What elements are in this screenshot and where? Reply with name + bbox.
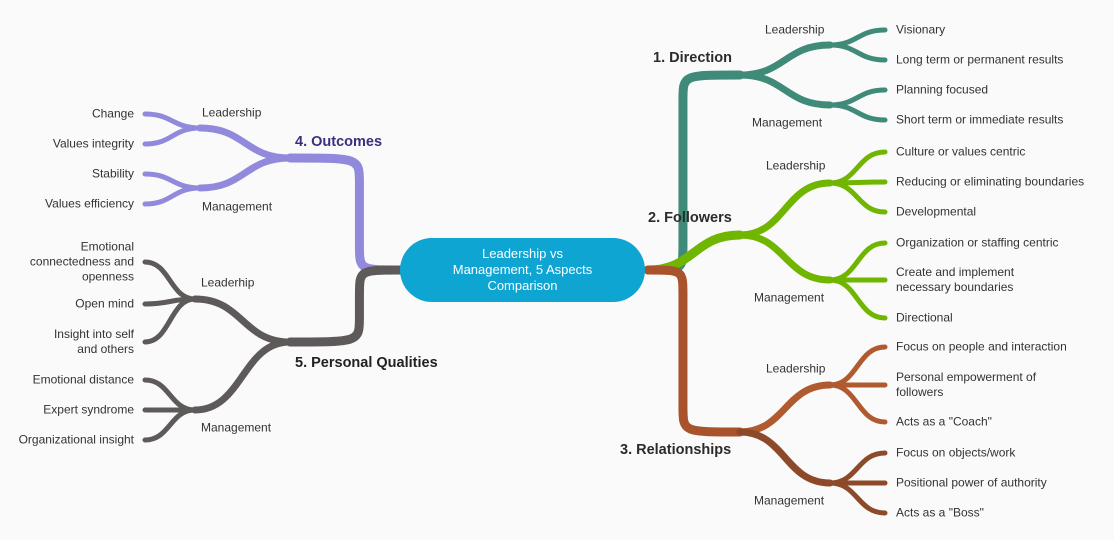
sub-topic-label[interactable]: Management [202,199,273,214]
leaf-connector [827,149,888,186]
leaf-topic[interactable]: Developmental [896,204,977,219]
leaf-connector [142,171,203,191]
leaf-connector [142,407,198,443]
sub-branch-connector [736,41,834,79]
sub-topic-label[interactable]: Leadership [766,158,826,173]
leaf-topic[interactable]: Open mind [75,296,134,311]
leaf-connector [142,259,198,302]
leaf-connector [142,296,198,345]
sub-branch-connector [196,154,294,192]
branch-connector [285,265,407,347]
sub-topic-label[interactable]: Leadership [766,361,826,376]
branch-connector [643,265,745,437]
sub-branch-connector [736,71,834,109]
sub-topic-label[interactable]: Management [201,420,272,435]
leaf-topic[interactable]: Personal empowerment of followers [896,370,1037,399]
leaf-topic[interactable]: Reducing or eliminating boundaries [896,174,1085,189]
leaf-topic[interactable]: Organizational insight [18,432,134,447]
leaf-topic[interactable]: Visionary [896,22,946,37]
sub-branch-connector [191,338,294,414]
leaf-topic[interactable]: Culture or values centric [896,144,1026,159]
leaf-topic[interactable]: Emotional distance [32,372,134,387]
leaf-topic[interactable]: Values efficiency [45,196,134,211]
sub-branch-connector [736,381,834,436]
leaf-topic[interactable]: Positional power of authority [896,475,1047,490]
central-topic[interactable]: Leadership vs Management, 5 Aspects Comp… [400,238,645,302]
leaf-connector [827,27,888,48]
branch-title[interactable]: 5. Personal Qualities [295,355,438,371]
leaf-topic[interactable]: Organization or staffing centric [896,235,1059,250]
leaf-topic[interactable]: Expert syndrome [43,402,134,417]
sub-topic-label[interactable]: Leadership [765,22,825,37]
sub-topic-label[interactable]: Leadership [202,105,262,120]
leaf-connector [827,102,888,123]
leaf-connector [827,480,888,516]
leaf-connector [142,377,198,413]
leaf-connector [142,125,203,147]
sub-topic-label[interactable]: Management [754,290,825,305]
leaf-topic[interactable]: Change [91,106,134,121]
sub-branch-connector [196,124,294,162]
sub-topic-label[interactable]: Management [754,493,825,508]
leaf-connector [827,180,888,215]
leaf-connector [827,42,888,63]
sub-branch-connector [736,231,834,284]
leaf-connector [827,277,888,321]
leaf-topic[interactable]: Planning focused [896,82,989,97]
leaf-connector [827,382,888,425]
leaf-topic[interactable]: Create and implement necessary boundarie… [896,265,1015,294]
leaf-connector [142,185,203,207]
branch-title[interactable]: 1. Direction [653,50,732,66]
branch-connector [643,230,745,275]
sub-branch-connector [736,179,834,239]
branch-connector [285,153,407,275]
sub-topic-label[interactable]: Leaderhip [201,275,255,290]
leaf-topic[interactable]: Directional [896,310,953,325]
leaf-topic[interactable]: Focus on objects/work [896,445,1016,460]
leaf-topic[interactable]: Emotional connectedness and openness [29,239,134,284]
leaf-connector [827,87,888,108]
leaf-connector [142,111,203,131]
leaf-topic[interactable]: Acts as a "Boss" [896,505,984,520]
leaf-topic[interactable]: Values integrity [52,136,134,151]
leaf-connector [827,450,888,486]
leaf-topic[interactable]: Acts as a "Coach" [896,414,992,429]
leaf-connector [827,344,888,388]
sub-branch-connector [191,295,294,346]
branch-title[interactable]: 3. Relationships [620,442,732,458]
branch-title[interactable]: 2. Followers [648,210,732,226]
leaf-connector [827,240,888,283]
leaf-topic[interactable]: Long term or permanent results [896,52,1064,67]
leaf-topic[interactable]: Insight into self and others [53,327,134,356]
branch-title[interactable]: 4. Outcomes [295,134,383,150]
leaf-topic[interactable]: Focus on people and interaction [896,339,1067,354]
sub-branch-connector [736,428,834,487]
leaf-topic[interactable]: Stability [91,166,134,181]
sub-topic-label[interactable]: Management [752,115,823,130]
leaf-topic[interactable]: Short term or immediate results [896,112,1064,127]
